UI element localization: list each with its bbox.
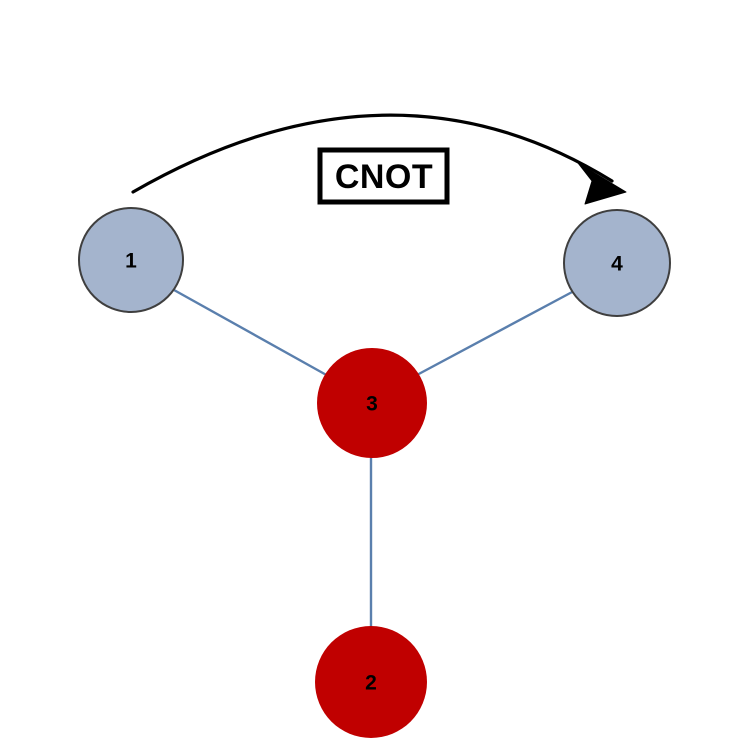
cnot-arrow-head-icon bbox=[577, 162, 627, 205]
node-3[interactable]: 3 bbox=[317, 348, 427, 458]
edge-1-3 bbox=[172, 288, 332, 379]
node-layer: 1 4 3 2 bbox=[78, 207, 671, 738]
node-4-circle[interactable] bbox=[563, 209, 671, 317]
node-1[interactable]: 1 bbox=[78, 207, 184, 313]
node-4[interactable]: 4 bbox=[563, 209, 671, 317]
cnot-gate-label: CNOT bbox=[335, 158, 433, 196]
cnot-arrow-group bbox=[131, 113, 627, 205]
node-3-circle[interactable] bbox=[317, 348, 427, 458]
edge-3-4 bbox=[413, 289, 576, 378]
cnot-gate-box-rect bbox=[317, 147, 450, 205]
edge-layer bbox=[172, 288, 576, 629]
node-1-circle[interactable] bbox=[78, 207, 184, 313]
node-2-circle[interactable] bbox=[315, 626, 427, 738]
cnot-arrow-curve bbox=[131, 113, 614, 194]
node-2[interactable]: 2 bbox=[315, 626, 427, 738]
cnot-gate-box: CNOT bbox=[317, 147, 450, 205]
